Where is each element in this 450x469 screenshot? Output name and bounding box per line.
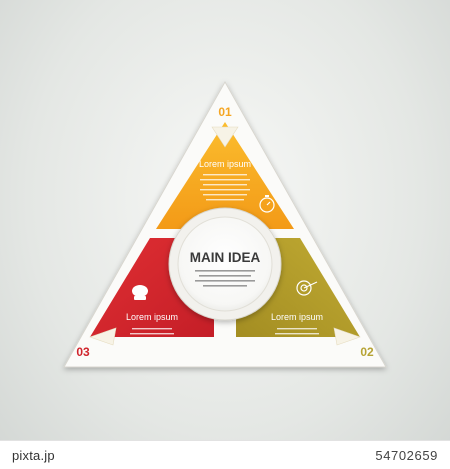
segment-01-fold-tab: [211, 126, 239, 148]
segment-01-heading: Lorem ipsum: [199, 159, 251, 169]
segment-02-heading: Lorem ipsum: [271, 312, 323, 322]
segment-02-fold-tab: [333, 327, 361, 346]
segment-03-fold-tab: [89, 327, 117, 346]
number-02: 02: [360, 345, 374, 359]
center-title: MAIN IDEA: [190, 250, 261, 265]
target-icon: [296, 280, 318, 296]
segment-01-placeholder-lines: [200, 174, 250, 201]
footer-image-id: 54702659: [375, 448, 438, 463]
segment-02-placeholder-lines: [275, 328, 319, 335]
center-circle: [177, 216, 273, 312]
segment-03-heading: Lorem ipsum: [126, 312, 178, 322]
segment-01-shape: [156, 122, 294, 229]
segment-03-placeholder-lines: [130, 328, 174, 335]
number-01: 01: [218, 105, 232, 119]
segment-01: [156, 122, 294, 229]
center-placeholder-lines: [195, 270, 255, 287]
footer-brand: pixta.jp: [12, 448, 55, 463]
stopwatch-icon: [259, 195, 275, 213]
stock-footer: pixta.jp 54702659: [0, 440, 450, 469]
brain-icon: [132, 285, 148, 300]
number-03: 03: [76, 345, 90, 359]
